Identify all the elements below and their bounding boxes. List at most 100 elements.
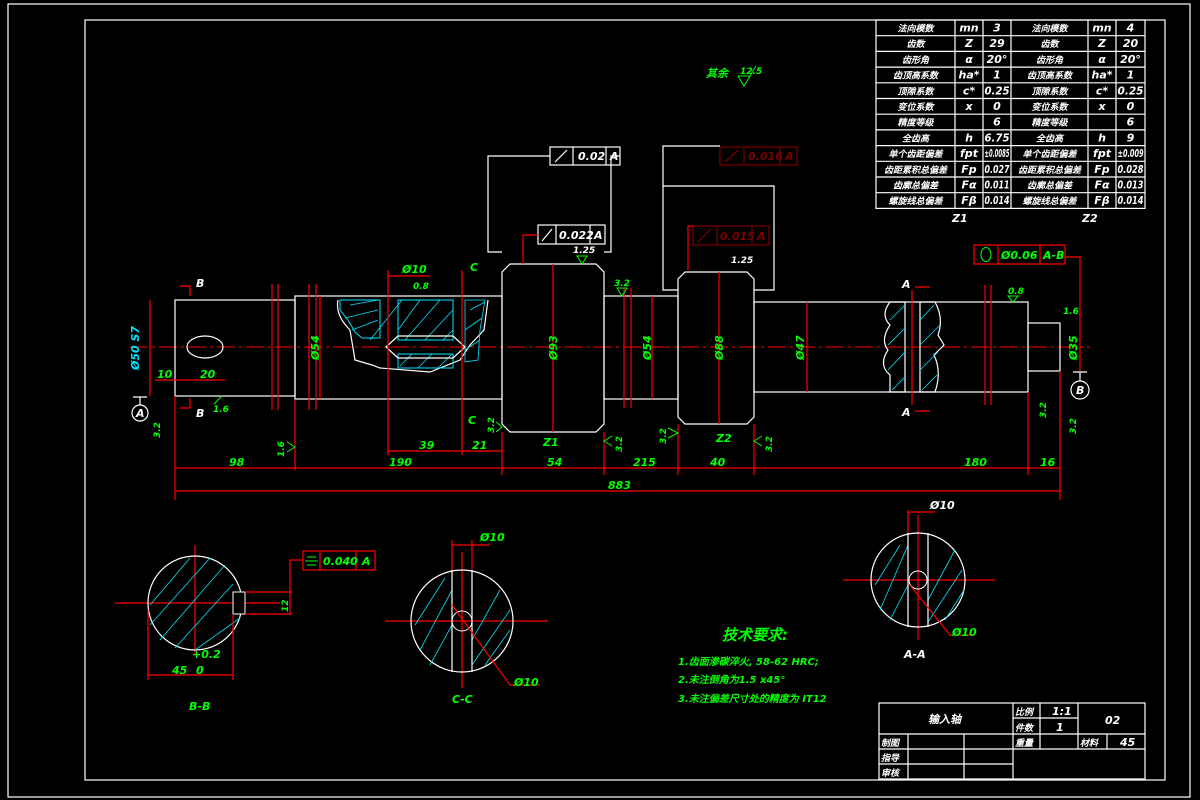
partial-section-hole <box>336 299 489 373</box>
table-cell-param-name: 齿形角 <box>1036 55 1064 66</box>
section-tick-lines <box>149 264 1081 500</box>
dim-len-98: 98 <box>229 456 245 469</box>
tech-req-title: 技术要求: <box>722 626 788 644</box>
table-cell-z1-value: 1 <box>993 69 1001 82</box>
section-b-top: B <box>196 277 204 290</box>
coaxiality-icon <box>980 247 992 262</box>
table-cell-z1-value: 20° <box>987 53 1008 66</box>
table-cell-param-name: 顶隙系数 <box>897 86 935 97</box>
table-cell-param-name: 顶隙系数 <box>1031 86 1069 97</box>
table-cell-param-symbol: ha* <box>958 69 979 82</box>
table-cell-param-symbol: c* <box>963 84 976 97</box>
dim-len-54: 54 <box>547 456 562 469</box>
datum-a-leader <box>133 396 147 405</box>
symmetry-icon <box>305 556 318 566</box>
drawing-number: 02 <box>1105 714 1121 727</box>
dim-dia-54a: Ø54 <box>309 335 322 361</box>
datum-b: B <box>1076 384 1084 397</box>
dim-len-39: 39 <box>419 439 435 452</box>
table-cell-param-name: 法向模数 <box>1031 24 1069 35</box>
scale-value: 1:1 <box>1052 705 1072 718</box>
inner-frame <box>84 19 1166 781</box>
datum-a: A <box>135 407 145 420</box>
table-cell-z1-value: 0 <box>993 100 1001 113</box>
roughness-label: 1.25 <box>731 256 753 266</box>
table-cell-param-name: 单个齿距偏差 <box>1022 149 1077 160</box>
gear2-label: Z2 <box>715 432 732 445</box>
dim-dia-hole: Ø10 <box>401 263 427 276</box>
runout-icon <box>541 228 553 242</box>
table-cell-param-name: 全齿高 <box>902 133 931 144</box>
table-cell-param-name: 齿数 <box>1040 39 1060 50</box>
qty-value: 1 <box>1056 721 1064 734</box>
table-cell-param-symbol: Fp <box>961 163 977 176</box>
table-cell-z2-value: 4 <box>1126 22 1135 35</box>
gear1-label: Z1 <box>542 436 559 449</box>
section-arrows <box>180 285 930 412</box>
tol-value: 0.022 <box>559 229 594 242</box>
outer-frame <box>7 3 1191 798</box>
surface-note-value: 12.5 <box>740 67 762 77</box>
aa-label: A-A <box>903 648 926 661</box>
roughness-symbol-icon <box>213 255 1020 453</box>
drawn-label: 制图 <box>881 738 901 749</box>
tol-datum: A-B <box>1042 249 1064 262</box>
table-cell-z2-value: 20° <box>1120 53 1141 66</box>
table-cell-param-symbol: fpt <box>1093 147 1112 160</box>
dim-dia-left: Ø50 S7 <box>129 326 142 371</box>
tol-frame-coaxiality: Ø0.06 A-B <box>973 244 1081 323</box>
dim-dia-35: Ø35 <box>1067 335 1080 361</box>
table-cell-param-symbol: h <box>1098 131 1106 144</box>
table-cell-param-name: 精度等级 <box>897 118 934 129</box>
dim-len-215: 215 <box>633 456 656 469</box>
table-cell-param-name: 齿顶高系数 <box>893 71 940 82</box>
tol-datum: A <box>784 150 794 163</box>
table-cell-param-name: 齿廓总偏差 <box>1027 181 1073 192</box>
table-cell-param-symbol: mn <box>1092 22 1111 35</box>
tol-frame-runout-1: 0.02 A <box>487 146 621 253</box>
roughness-label: 3.2 <box>1039 402 1049 418</box>
aa-dia-top: Ø10 <box>929 499 955 512</box>
tech-req-item-3: 3.未注偏差尺寸处的精度为 IT12 <box>678 693 827 705</box>
qty-label: 件数 <box>1015 723 1035 734</box>
cc-label: C-C <box>452 693 473 706</box>
tol-datum: A <box>756 230 766 243</box>
table-cell-param-name: 齿数 <box>906 39 926 50</box>
runout-icon <box>554 149 568 163</box>
roughness-label: 0.8 <box>1008 287 1024 297</box>
table-cell-param-name: 单个齿距偏差 <box>888 149 943 160</box>
table-cell-z2-value: 9 <box>1127 131 1135 144</box>
dim-len-190: 190 <box>389 456 412 469</box>
section-aa-view: Ø10 Ø10 A-A <box>843 499 995 661</box>
table-cell-z1-value: 0.011 <box>985 179 1010 192</box>
gear-z1 <box>501 263 605 433</box>
guide-label: 指导 <box>881 753 900 764</box>
table-cell-z1-value: 3 <box>993 22 1001 35</box>
section-a-top: A <box>901 278 911 291</box>
table-cell-param-symbol: Z <box>964 37 974 50</box>
table-z1-label: Z1 <box>951 212 968 225</box>
table-cell-z2-value: 0.013 <box>1118 179 1144 192</box>
scale-label: 比例 <box>1015 707 1035 718</box>
datum-b-leader <box>1073 371 1087 381</box>
table-cell-param-symbol: fpt <box>960 147 979 160</box>
table-cell-param-name: 齿顶高系数 <box>1027 71 1074 82</box>
roughness-marks: 1.25 1.25 3.2 0.8 1.6 1.6 3.2 1.6 3.2 3.… <box>153 246 1079 457</box>
material-label: 材料 <box>1080 738 1099 749</box>
table-cell-param-symbol: Fβ <box>961 194 977 207</box>
runout-icon <box>724 149 739 163</box>
dim-key-20: 20 <box>200 368 216 381</box>
roughness-label: 1.6 <box>213 405 229 415</box>
roughness-symbol-icon <box>737 65 757 87</box>
tol-value: 0.015 <box>720 230 755 243</box>
bb-tol-upper: +0.2 <box>192 648 221 661</box>
table-cell-param-symbol: h <box>965 131 973 144</box>
aa-dia-hole: Ø10 <box>951 626 977 639</box>
tol-frame-runout-2: 0.022 A <box>522 224 606 264</box>
bb-label: B-B <box>189 700 210 713</box>
table-cell-param-name: 螺旋线总偏差 <box>888 196 943 207</box>
dim-dia-54b: Ø54 <box>641 335 654 361</box>
section-c-bottom: C <box>468 414 476 427</box>
